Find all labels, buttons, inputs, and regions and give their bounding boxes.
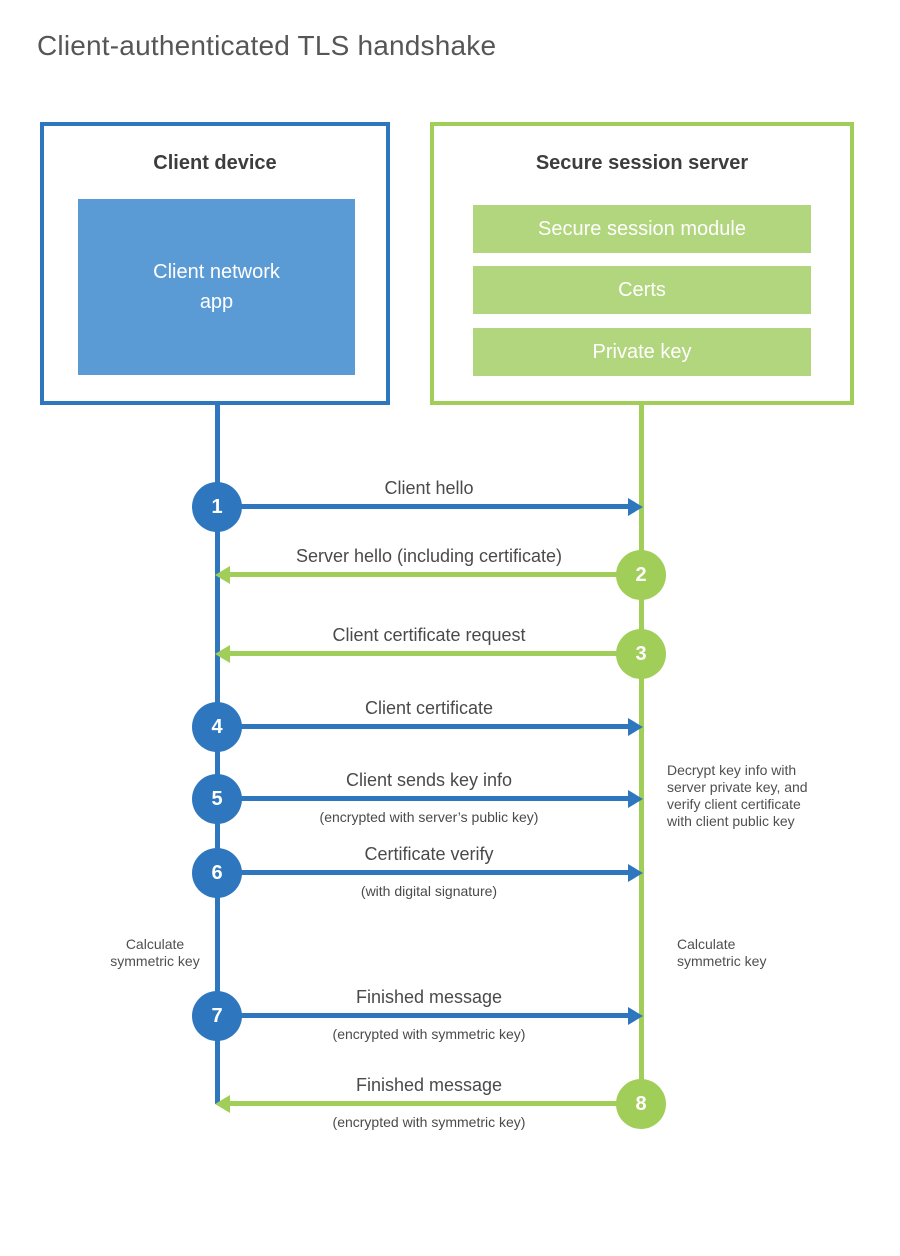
client-lifeline (214, 404, 220, 1104)
step-2-arrow-line (229, 572, 641, 577)
step-4-arrow-line (217, 724, 629, 729)
step-7-arrow-line (217, 1013, 629, 1018)
step-4-label: Client certificate (364, 698, 494, 718)
server-module-bar-private-key: Private key (473, 328, 811, 376)
step-4-circle: 4 (192, 702, 242, 752)
step-6-sublabel: (with digital signature) (360, 883, 498, 899)
step-1-label: Client hello (384, 478, 474, 498)
step-8-label: Finished message (355, 1075, 503, 1095)
step-6-arrow-line (217, 870, 629, 875)
server-decrypt-note: Decrypt key info with server private key… (667, 762, 808, 829)
step-5-arrow-line (217, 796, 629, 801)
server-lifeline (638, 404, 644, 1104)
step-1-circle: 1 (192, 482, 242, 532)
server-calculate-symmetric-key-note: Calculate symmetric key (677, 936, 767, 969)
step-5-label: Client sends key info (345, 770, 513, 790)
client-calculate-symmetric-key-note: Calculate symmetric key (110, 936, 200, 969)
step-6-arrowhead-icon (628, 864, 643, 882)
step-3-arrow-line (229, 651, 641, 656)
server-module-bar-secure-session-module: Secure session module (473, 205, 811, 253)
step-1-arrowhead-icon (628, 498, 643, 516)
step-7-label: Finished message (355, 987, 503, 1007)
step-3-label: Client certificate request (332, 625, 526, 645)
step-5-sublabel: (encrypted with server’s public key) (319, 809, 539, 825)
step-5-circle: 5 (192, 774, 242, 824)
step-7-arrowhead-icon (628, 1007, 643, 1025)
step-2-label: Server hello (including certificate) (295, 546, 563, 566)
step-2-circle: 2 (616, 550, 666, 600)
secure-session-server-title: Secure session server (535, 152, 749, 174)
step-6-circle: 6 (192, 848, 242, 898)
step-4-arrowhead-icon (628, 718, 643, 736)
step-6-label: Certificate verify (364, 844, 494, 864)
client-device-box: Client device Client network app (40, 122, 390, 405)
step-2-arrowhead-icon (215, 566, 230, 584)
step-8-circle: 8 (616, 1079, 666, 1129)
step-3-circle: 3 (616, 629, 666, 679)
step-3-arrowhead-icon (215, 645, 230, 663)
secure-session-server-box: Secure session server Secure session mod… (430, 122, 854, 405)
client-network-app-box: Client network app (78, 199, 355, 375)
step-1-arrow-line (217, 504, 629, 509)
page-title: Client-authenticated TLS handshake (37, 30, 497, 61)
step-8-arrowhead-icon (215, 1095, 230, 1113)
step-5-arrowhead-icon (628, 790, 643, 808)
step-8-sublabel: (encrypted with symmetric key) (332, 1114, 526, 1130)
step-7-circle: 7 (192, 991, 242, 1041)
step-7-sublabel: (encrypted with symmetric key) (332, 1026, 526, 1042)
server-module-bar-certs: Certs (473, 266, 811, 314)
step-8-arrow-line (229, 1101, 641, 1106)
client-device-title: Client device (153, 152, 277, 174)
